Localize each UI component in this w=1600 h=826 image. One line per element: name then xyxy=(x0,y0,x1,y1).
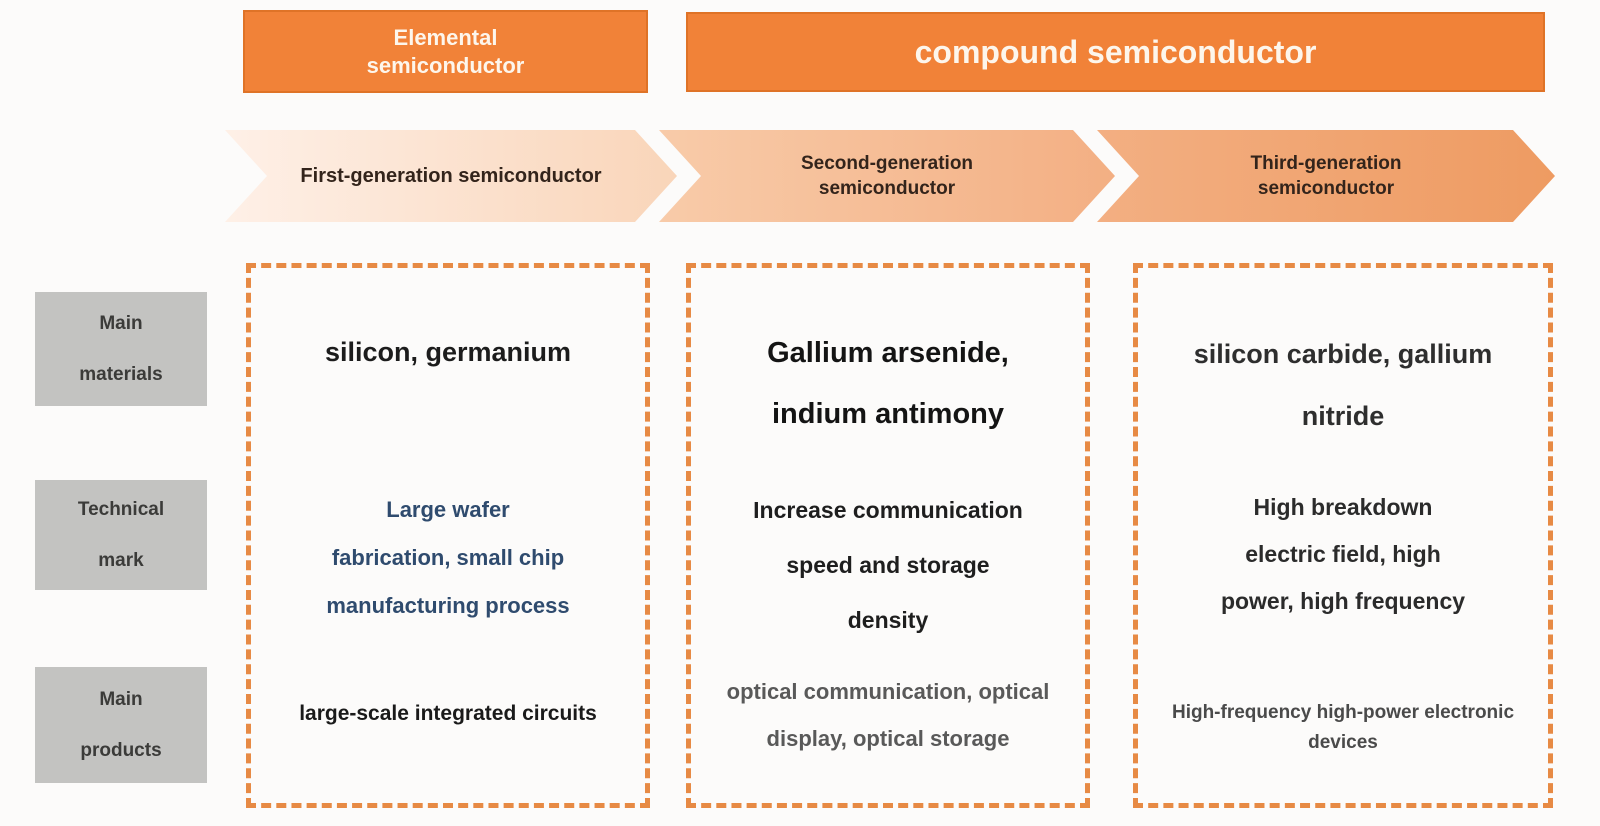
first-gen-technical-line3: manufacturing process xyxy=(326,593,570,618)
elemental-semiconductor-header: Elemental semiconductor xyxy=(243,10,648,93)
main-products-label-line2: products xyxy=(80,740,162,761)
first-gen-products-line1: large-scale integrated circuits xyxy=(299,702,597,725)
second-gen-technical-mark: Increase communication speed and storage… xyxy=(695,483,1081,648)
second-gen-technical-line2: speed and storage xyxy=(786,552,990,578)
first-gen-technical-mark: Large wafer fabrication, small chip manu… xyxy=(255,486,641,630)
technical-mark-label-line1: Technical xyxy=(77,499,165,520)
first-gen-materials-line1: silicon, germanium xyxy=(324,337,572,367)
elemental-header-line1: Elemental xyxy=(393,24,498,50)
second-gen-products-line2: display, optical storage xyxy=(766,726,1010,751)
third-generation-column: silicon carbide, gallium nitride High br… xyxy=(1133,263,1553,808)
main-materials-label-line2: materials xyxy=(79,364,163,385)
compound-semiconductor-header: compound semiconductor xyxy=(686,12,1545,92)
second-gen-technical-line1: Increase communication xyxy=(753,497,1023,523)
third-gen-products-line1: High-frequency high-power electronic dev… xyxy=(1171,702,1515,753)
second-generation-label-line2: semiconductor xyxy=(818,178,956,199)
second-generation-label-line1: Second-generation xyxy=(800,153,974,174)
second-gen-materials-line1: Gallium arsenide, xyxy=(767,337,1009,369)
second-generation-arrow: Second-generation semiconductor xyxy=(659,130,1115,222)
third-gen-technical-line3: power, high frequency xyxy=(1220,588,1466,614)
second-gen-materials: Gallium arsenide, indium antimony xyxy=(695,323,1081,445)
first-generation-column: silicon, germanium Large wafer fabricati… xyxy=(246,263,650,808)
third-gen-materials-line1: silicon carbide, gallium xyxy=(1193,339,1493,369)
third-gen-materials: silicon carbide, gallium nitride xyxy=(1142,323,1544,447)
second-gen-materials-line2: indium antimony xyxy=(772,398,1004,430)
elemental-header-line2: semiconductor xyxy=(366,52,525,78)
second-gen-technical-line3: density xyxy=(847,607,929,633)
third-gen-products: High-frequency high-power electronic dev… xyxy=(1142,698,1544,758)
first-generation-arrow: First-generation semiconductor xyxy=(225,130,677,222)
row-label-technical-mark: Technical mark xyxy=(35,480,207,590)
main-materials-label-line1: Main xyxy=(99,313,143,334)
first-gen-technical-line1: Large wafer xyxy=(386,497,510,522)
third-gen-technical-line2: electric field, high xyxy=(1245,541,1441,567)
second-gen-products: optical communication, optical display, … xyxy=(695,668,1081,762)
third-generation-label-line2: semiconductor xyxy=(1257,178,1395,199)
main-products-label-line1: Main xyxy=(99,689,143,710)
third-generation-arrow: Third-generation semiconductor xyxy=(1097,130,1555,222)
third-gen-technical-mark: High breakdown electric field, high powe… xyxy=(1142,484,1544,625)
technical-mark-label-line2: mark xyxy=(98,550,144,571)
first-gen-materials: silicon, germanium xyxy=(255,335,641,369)
second-generation-column: Gallium arsenide, indium antimony Increa… xyxy=(686,263,1090,808)
first-gen-products: large-scale integrated circuits xyxy=(255,699,641,729)
row-label-main-products: Main products xyxy=(35,667,207,783)
compound-header-label: compound semiconductor xyxy=(914,34,1317,70)
third-generation-label-line1: Third-generation xyxy=(1250,153,1402,174)
first-generation-label: First-generation semiconductor xyxy=(300,165,602,187)
row-label-main-materials: Main materials xyxy=(35,292,207,406)
second-gen-products-line1: optical communication, optical xyxy=(726,679,1050,704)
first-gen-technical-line2: fabrication, small chip xyxy=(331,545,565,570)
third-gen-technical-line1: High breakdown xyxy=(1253,494,1433,520)
third-gen-materials-line2: nitride xyxy=(1301,401,1385,431)
